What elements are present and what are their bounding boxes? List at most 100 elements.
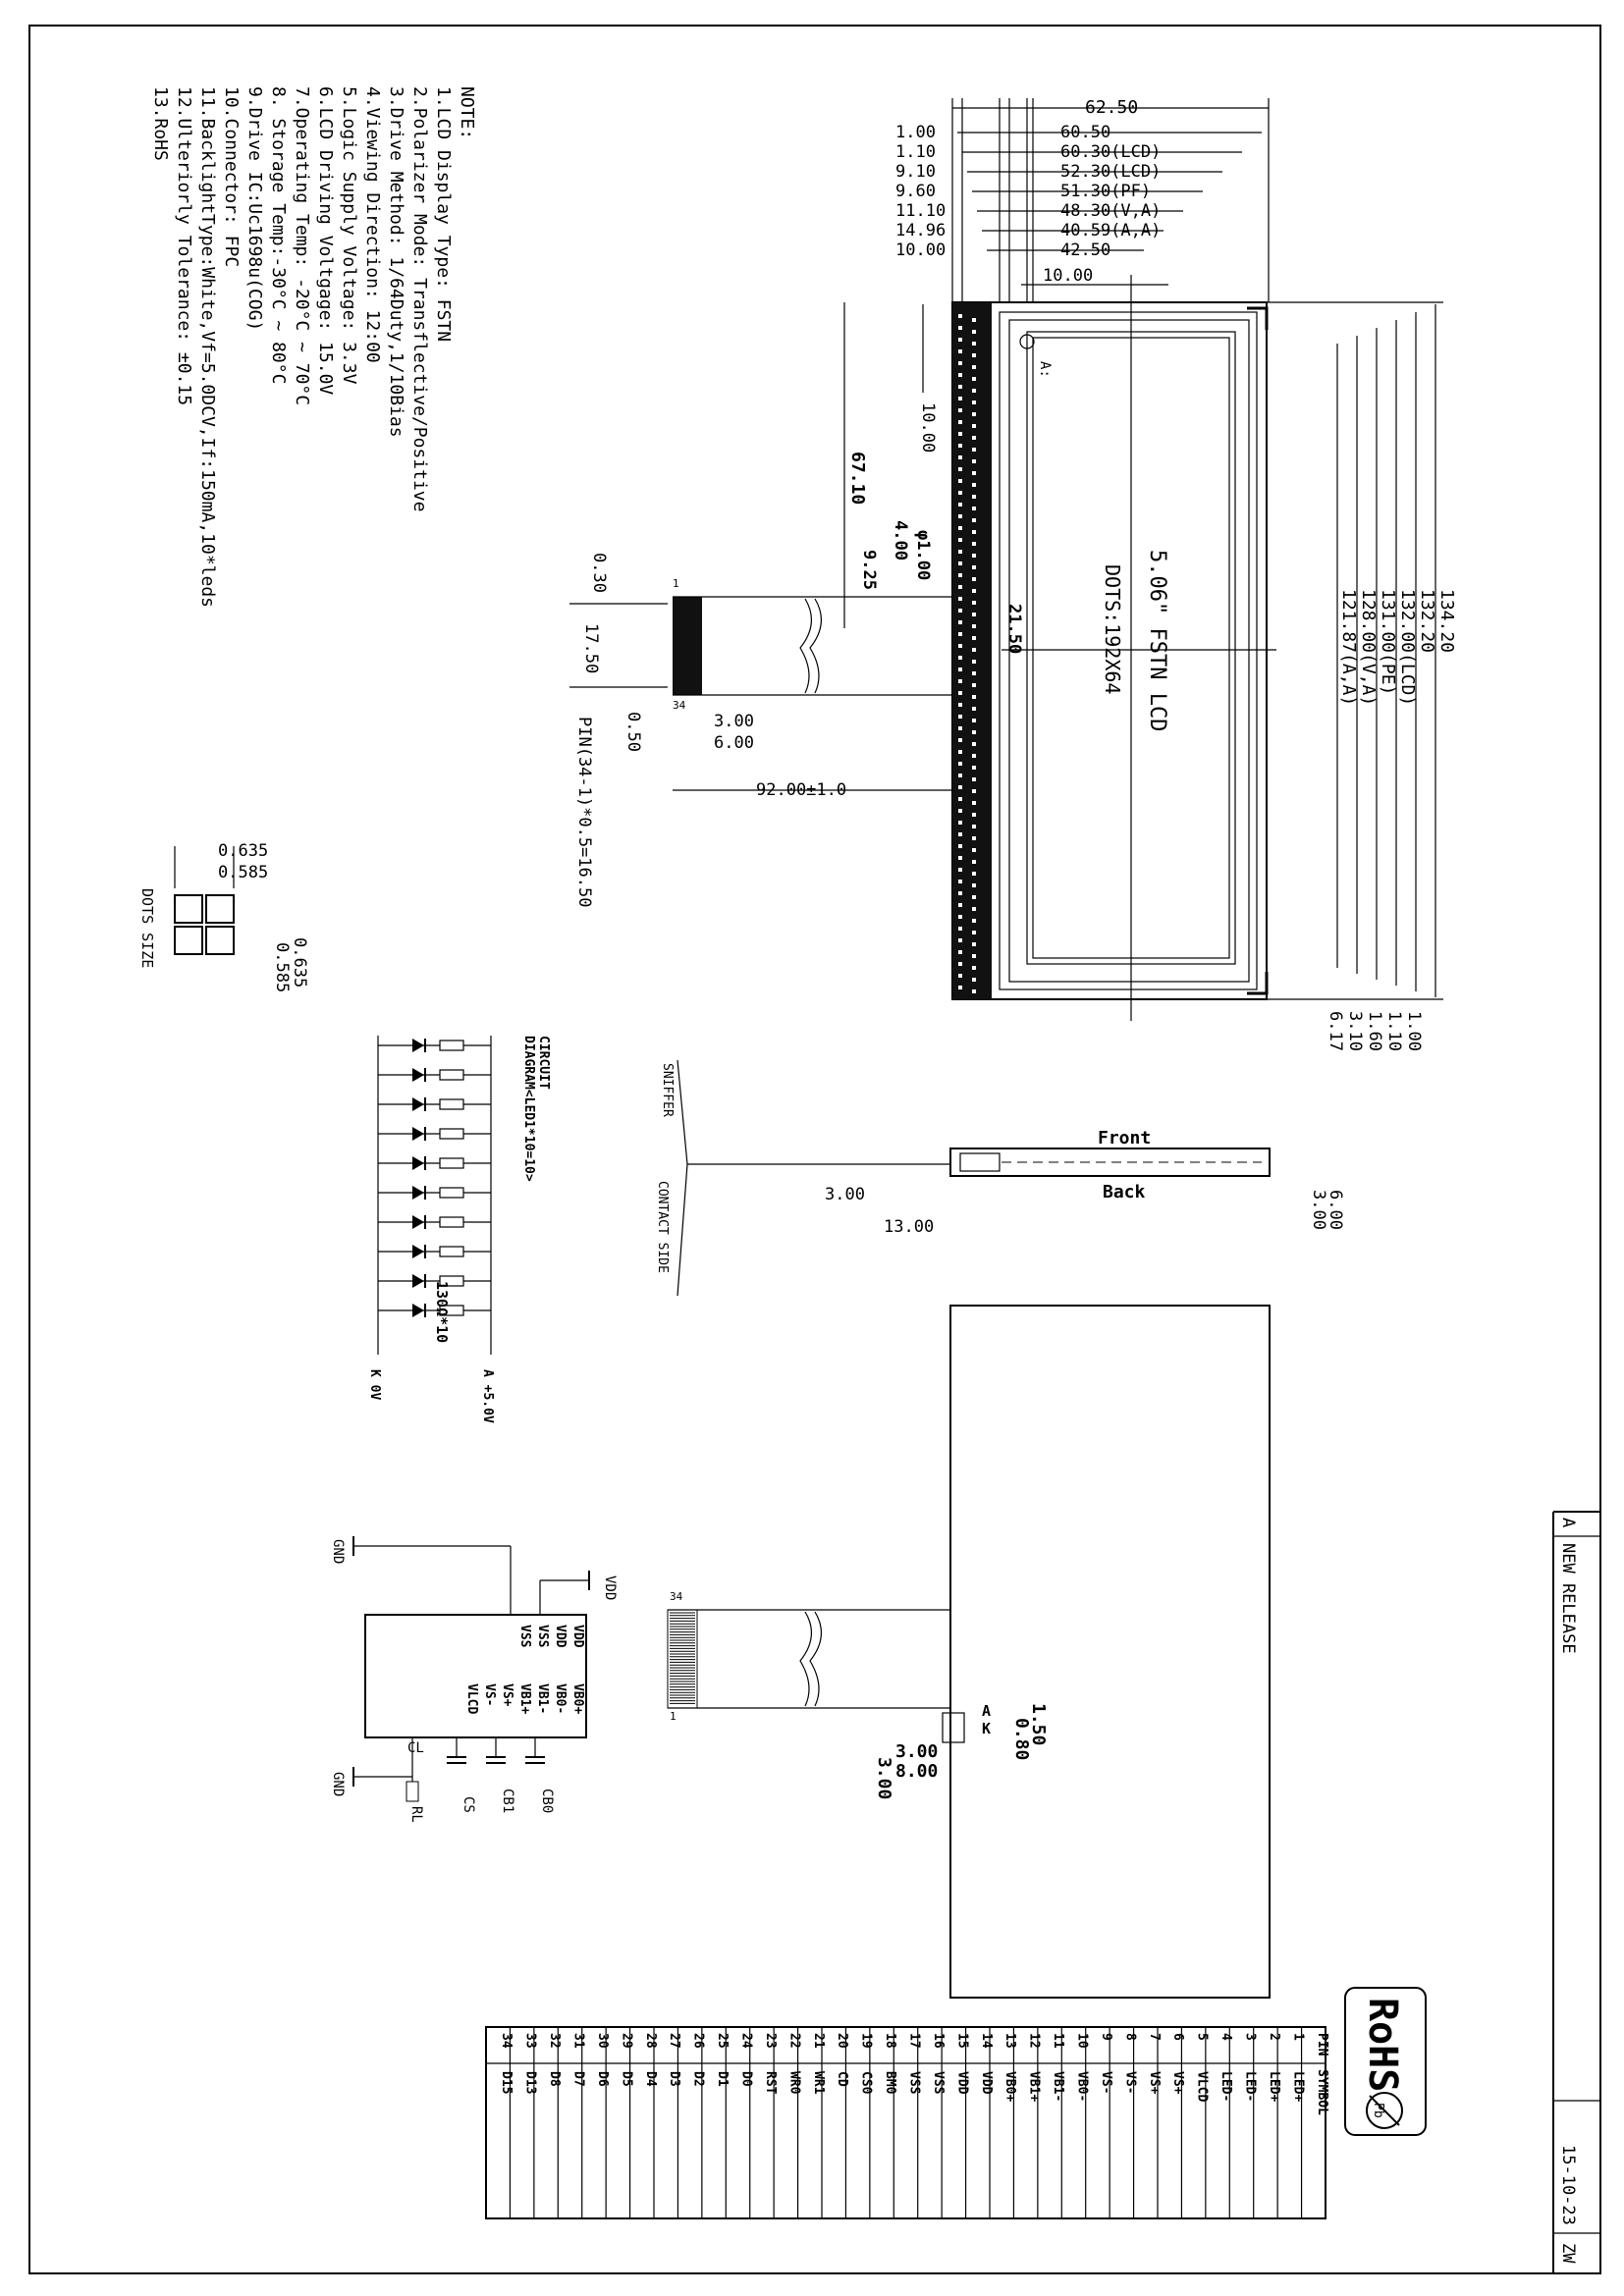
electrode-dot [958, 667, 962, 671]
electrode-dot [972, 671, 976, 675]
pb-text: Pb [1371, 2103, 1385, 2118]
backlight-circuit: CIRCUIT DIAGRAM<LED1*10=10> 130Ω*10 A +5… [367, 1036, 551, 1423]
electrode-dot [958, 526, 962, 530]
electrode-dot [972, 989, 976, 993]
electrode-dot [972, 660, 976, 664]
resistor [439, 1098, 464, 1110]
ic-pin-right: VB0- [553, 1683, 568, 1714]
electrode-dot [972, 353, 976, 357]
electrode-dot [958, 644, 962, 648]
pin-symbol: LED+ [1290, 2071, 1305, 2102]
circuit-title-1: CIRCUIT [536, 1036, 551, 1090]
pin-symbol: D0 [739, 2071, 754, 2087]
pin-symbol: VB1- [1051, 2071, 1065, 2102]
electrode-dot [958, 420, 962, 424]
electrode-dot [972, 448, 976, 452]
pin-number: 11 [1051, 2033, 1065, 2049]
corner-mark [1247, 972, 1269, 995]
back-pin34: 34 [670, 1590, 683, 1603]
pin-symbol: D6 [595, 2071, 610, 2087]
ic-pin-right: VS- [482, 1683, 497, 1706]
pin-number: 31 [571, 2033, 586, 2049]
electrode-dot [958, 679, 962, 683]
cb1-label: CB1 [500, 1789, 515, 1813]
dim-bottom-small: 6.17 [1326, 1011, 1345, 1051]
pin-symbol: D4 [643, 2071, 658, 2087]
pin-number: 18 [883, 2033, 897, 2049]
pin-symbol: VS+ [1147, 2071, 1162, 2095]
resistor [439, 1305, 464, 1316]
pin-number: 12 [1027, 2033, 1042, 2049]
anode-label: A +5.0V [480, 1369, 495, 1423]
electrode-dot [972, 542, 976, 546]
electrode-dot [972, 342, 976, 346]
side-d6: 6.00 [1326, 1190, 1345, 1230]
led-diode-icon [412, 1274, 424, 1288]
dim-top-left: 9.10 [895, 162, 936, 182]
electrode-dot [958, 986, 962, 989]
electrode-dot [972, 883, 976, 887]
dim-top-right: 60.30(LCD) [1060, 142, 1161, 162]
led-diode-icon [412, 1068, 424, 1082]
pin-symbol: D7 [571, 2071, 586, 2087]
electrode-dot [972, 424, 976, 428]
electrode-dot [972, 507, 976, 510]
electrode-dot [972, 683, 976, 687]
symbol-header: SYMBOL [1315, 2069, 1329, 2115]
dim-top-left: 10.00 [895, 240, 946, 260]
electrode-dot [958, 467, 962, 471]
resistor [439, 1187, 464, 1199]
pin-symbol: D2 [691, 2071, 706, 2087]
lcd-frame-1 [999, 311, 1258, 990]
pin-number: 29 [619, 2033, 633, 2049]
electrode-dot [972, 389, 976, 393]
electrode-dot [958, 703, 962, 707]
note-item: 11.BacklightType:White,Vf=5.0DCV,If:150m… [197, 86, 218, 608]
pin-number: 28 [643, 2033, 658, 2049]
pin-symbol: RST [763, 2071, 778, 2095]
ic-pin-left: VSS [535, 1625, 550, 1648]
dim-right: 134.20 [1436, 589, 1457, 653]
led-diode-icon [412, 1186, 424, 1200]
electrode-dot [958, 891, 962, 895]
pin-number: 22 [786, 2033, 801, 2049]
electrode-dot [972, 777, 976, 781]
resistor [439, 1040, 464, 1051]
dim-bottom-small: 1.60 [1365, 1011, 1384, 1051]
pin-symbol: CS0 [859, 2071, 874, 2095]
dim-top-right: 60.50 [1060, 123, 1110, 142]
dots-w1: 0.635 [218, 841, 268, 861]
ic-pin-left: VDD [570, 1625, 585, 1648]
electrode-dot [972, 495, 976, 499]
dim-top-right: 52.30(LCD) [1060, 162, 1161, 182]
electrode-dot [972, 836, 976, 840]
note-item: 12.Ulteriorly Tolerance: ±0.15 [174, 86, 194, 405]
note-item: 10.Connector: FPC [221, 86, 242, 267]
back-k: K [982, 1720, 991, 1737]
dim-top-right: 40.59(A,A) [1060, 221, 1161, 240]
pin-number: 3 [1243, 2033, 1258, 2041]
electrode-dot [972, 577, 976, 581]
back-d300: 3.00 [895, 1741, 938, 1762]
electrode-dot [958, 609, 962, 613]
dots-h1: 0.635 [290, 937, 309, 988]
electrode-dot [972, 872, 976, 876]
electrode-dot [972, 589, 976, 593]
electrode-dot [958, 455, 962, 459]
pin-number: 16 [931, 2033, 946, 2049]
dim-top-left: 9.60 [895, 182, 936, 201]
note-item: 1.LCD Display Type: FSTN [433, 86, 454, 342]
lcd-title: 5.06" FSTN LCD [1145, 550, 1169, 731]
pin-symbol: VDD [954, 2071, 969, 2095]
ic-pin-right: VLCD [464, 1683, 479, 1714]
electrode-dot [958, 503, 962, 507]
electrode-dot [972, 436, 976, 440]
pin-symbol: LED- [1243, 2071, 1258, 2102]
pin-number: 6 [1170, 2033, 1185, 2041]
electrode-dot [958, 762, 962, 766]
back-a: A [982, 1702, 991, 1720]
electrode-dot [958, 868, 962, 872]
rev-desc: NEW RELEASE [1558, 1543, 1578, 1654]
electrode-dot [958, 950, 962, 954]
